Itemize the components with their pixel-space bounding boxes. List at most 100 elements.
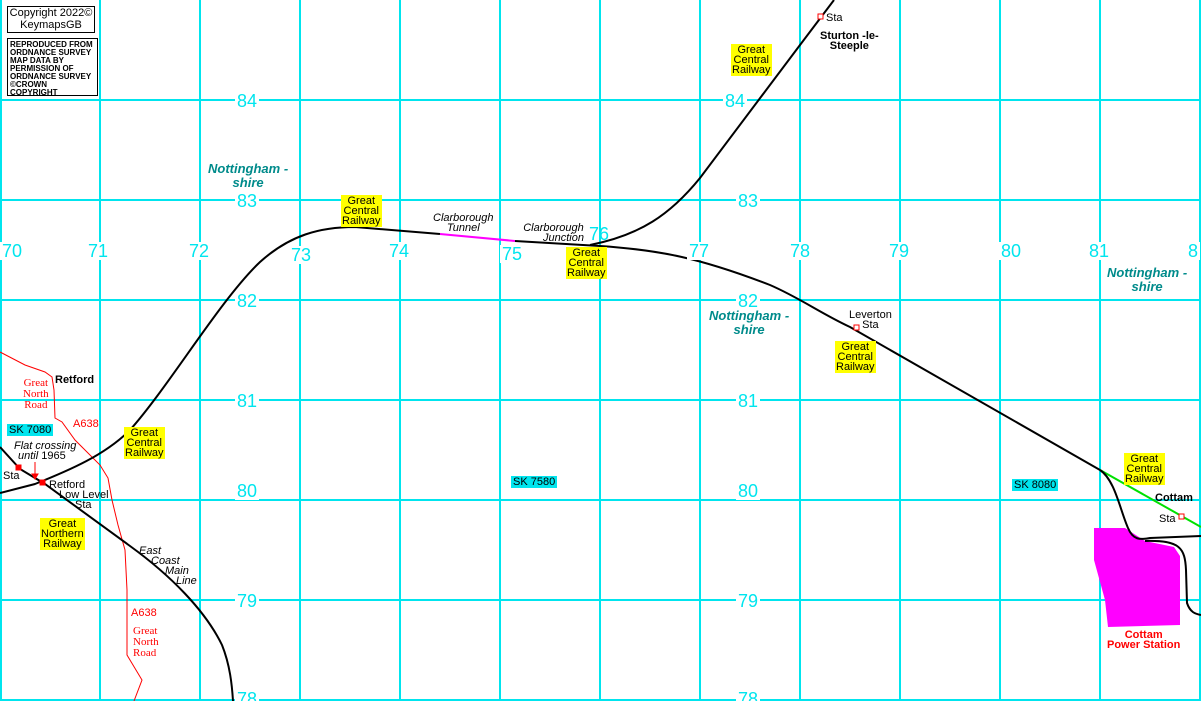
great-central-railway-line <box>0 225 441 494</box>
county-line: shire <box>1131 279 1163 294</box>
station-markers <box>15 13 1185 520</box>
a638-road <box>0 351 143 701</box>
feature-year: 1965 <box>41 450 66 462</box>
road-line: Great <box>133 625 158 637</box>
rail-label-line: Great <box>48 518 77 530</box>
power-station-area <box>1094 528 1180 627</box>
rail-label-line: Great <box>841 341 870 353</box>
sturton-station-label: Sta <box>826 12 843 24</box>
northing-label: 81 <box>736 391 761 411</box>
county-line: Nottingham - <box>1107 265 1188 280</box>
os-notice-line: ORDNANCE SURVEY <box>10 72 92 81</box>
os-notice-line: PERMISSION OF <box>10 64 74 73</box>
station-line: Retford <box>49 479 86 491</box>
northing-label: 80 <box>736 481 761 501</box>
grid-ref-label: SK 8080 <box>1012 479 1059 491</box>
place-line: Power Station <box>1107 639 1181 651</box>
easting-label: 78 <box>788 241 813 261</box>
feature-line: Clarborough <box>433 212 494 224</box>
feature-line: until <box>18 450 39 462</box>
northing-label: 79 <box>235 591 260 611</box>
county-line: shire <box>232 175 264 190</box>
northing-label: 81 <box>235 391 260 411</box>
road-line: North <box>133 636 159 648</box>
easting-label: 70 <box>0 241 25 261</box>
a638-label: A638 <box>131 607 157 619</box>
rail-label-line: Great <box>737 44 766 56</box>
sturton-branch <box>589 0 835 246</box>
copyright-owner: KeymapsGB <box>20 19 82 31</box>
easting-label: 81 <box>1087 241 1112 261</box>
rail-label-line: Railway <box>125 447 164 459</box>
a638-label: A638 <box>73 418 99 430</box>
place-retford: Retford <box>55 374 95 386</box>
place-line: Cottam <box>1124 629 1163 641</box>
rail-label-line: Railway <box>567 267 606 279</box>
station-line: Sta <box>862 319 879 331</box>
county-label: Nottingham -shire <box>1107 266 1187 294</box>
place-line: Sturton -le- <box>820 30 879 42</box>
copyright-box: Copyright 2022© KeymapsGB <box>7 6 95 33</box>
grid-ref-label: SK 7580 <box>511 476 558 488</box>
retford-gcr-station-label: Sta <box>3 470 20 482</box>
os-notice-box: REPRODUCED FROM ORDNANCE SURVEY MAP DATA… <box>7 38 98 97</box>
os-notice-line: ORDNANCE SURVEY <box>10 48 92 57</box>
feature-line: Clarborough <box>523 222 584 234</box>
feature-line: Coast <box>151 555 180 567</box>
rail-label-line: Railway <box>836 361 875 373</box>
easting-label: 79 <box>887 241 912 261</box>
road-line: North <box>23 388 49 400</box>
easting-label: 8 <box>1186 241 1201 261</box>
easting-label: 73 <box>289 245 314 265</box>
os-notice-line: REPRODUCED FROM <box>10 40 93 49</box>
rail-label-line: Central <box>837 351 873 363</box>
feature-line: Line <box>176 575 197 587</box>
rail-label-line: Great <box>1130 453 1159 465</box>
place-sturton-le-steeple: Sturton -le-Steeple <box>820 30 879 52</box>
county-label: Nottingham -shire <box>208 162 288 190</box>
feature-line: Flat crossing <box>14 440 77 452</box>
power-station-branch <box>1099 469 1201 616</box>
flat-crossing-arrow <box>31 462 39 480</box>
grid-ref-label: SK 7080 <box>7 424 54 436</box>
os-notice-line: ©CROWN COPYRIGHT <box>10 80 58 97</box>
feature-line: Tunnel <box>446 222 480 234</box>
rail-label-line: Railway <box>342 215 381 227</box>
easting-label: 72 <box>187 241 212 261</box>
east-coast-main-line <box>0 446 234 701</box>
place-line: Steeple <box>829 40 869 52</box>
great-central-railway-line-east <box>514 240 1101 471</box>
northing-label: 79 <box>736 591 761 611</box>
northing-label: 80 <box>235 481 260 501</box>
road-line: Road <box>24 399 48 411</box>
station-line: Sta <box>75 499 92 511</box>
easting-label: 80 <box>999 241 1024 261</box>
rail-label-line: Railway <box>1125 473 1164 485</box>
copyright-text: Copyright 2022© <box>9 7 93 19</box>
northing-label: 78 <box>736 690 761 701</box>
place-cottam: Cottam <box>1155 492 1193 504</box>
northing-label: 84 <box>235 91 260 111</box>
rail-label-line: Central <box>568 257 604 269</box>
rail-label-line: Central <box>343 205 379 217</box>
feature-line: East <box>139 545 162 557</box>
rail-label-line: Railway <box>43 538 82 550</box>
northing-label: 78 <box>235 690 260 701</box>
easting-label: 77 <box>687 241 712 261</box>
clarborough-tunnel <box>439 233 516 242</box>
rail-label-line: Great <box>130 427 159 439</box>
